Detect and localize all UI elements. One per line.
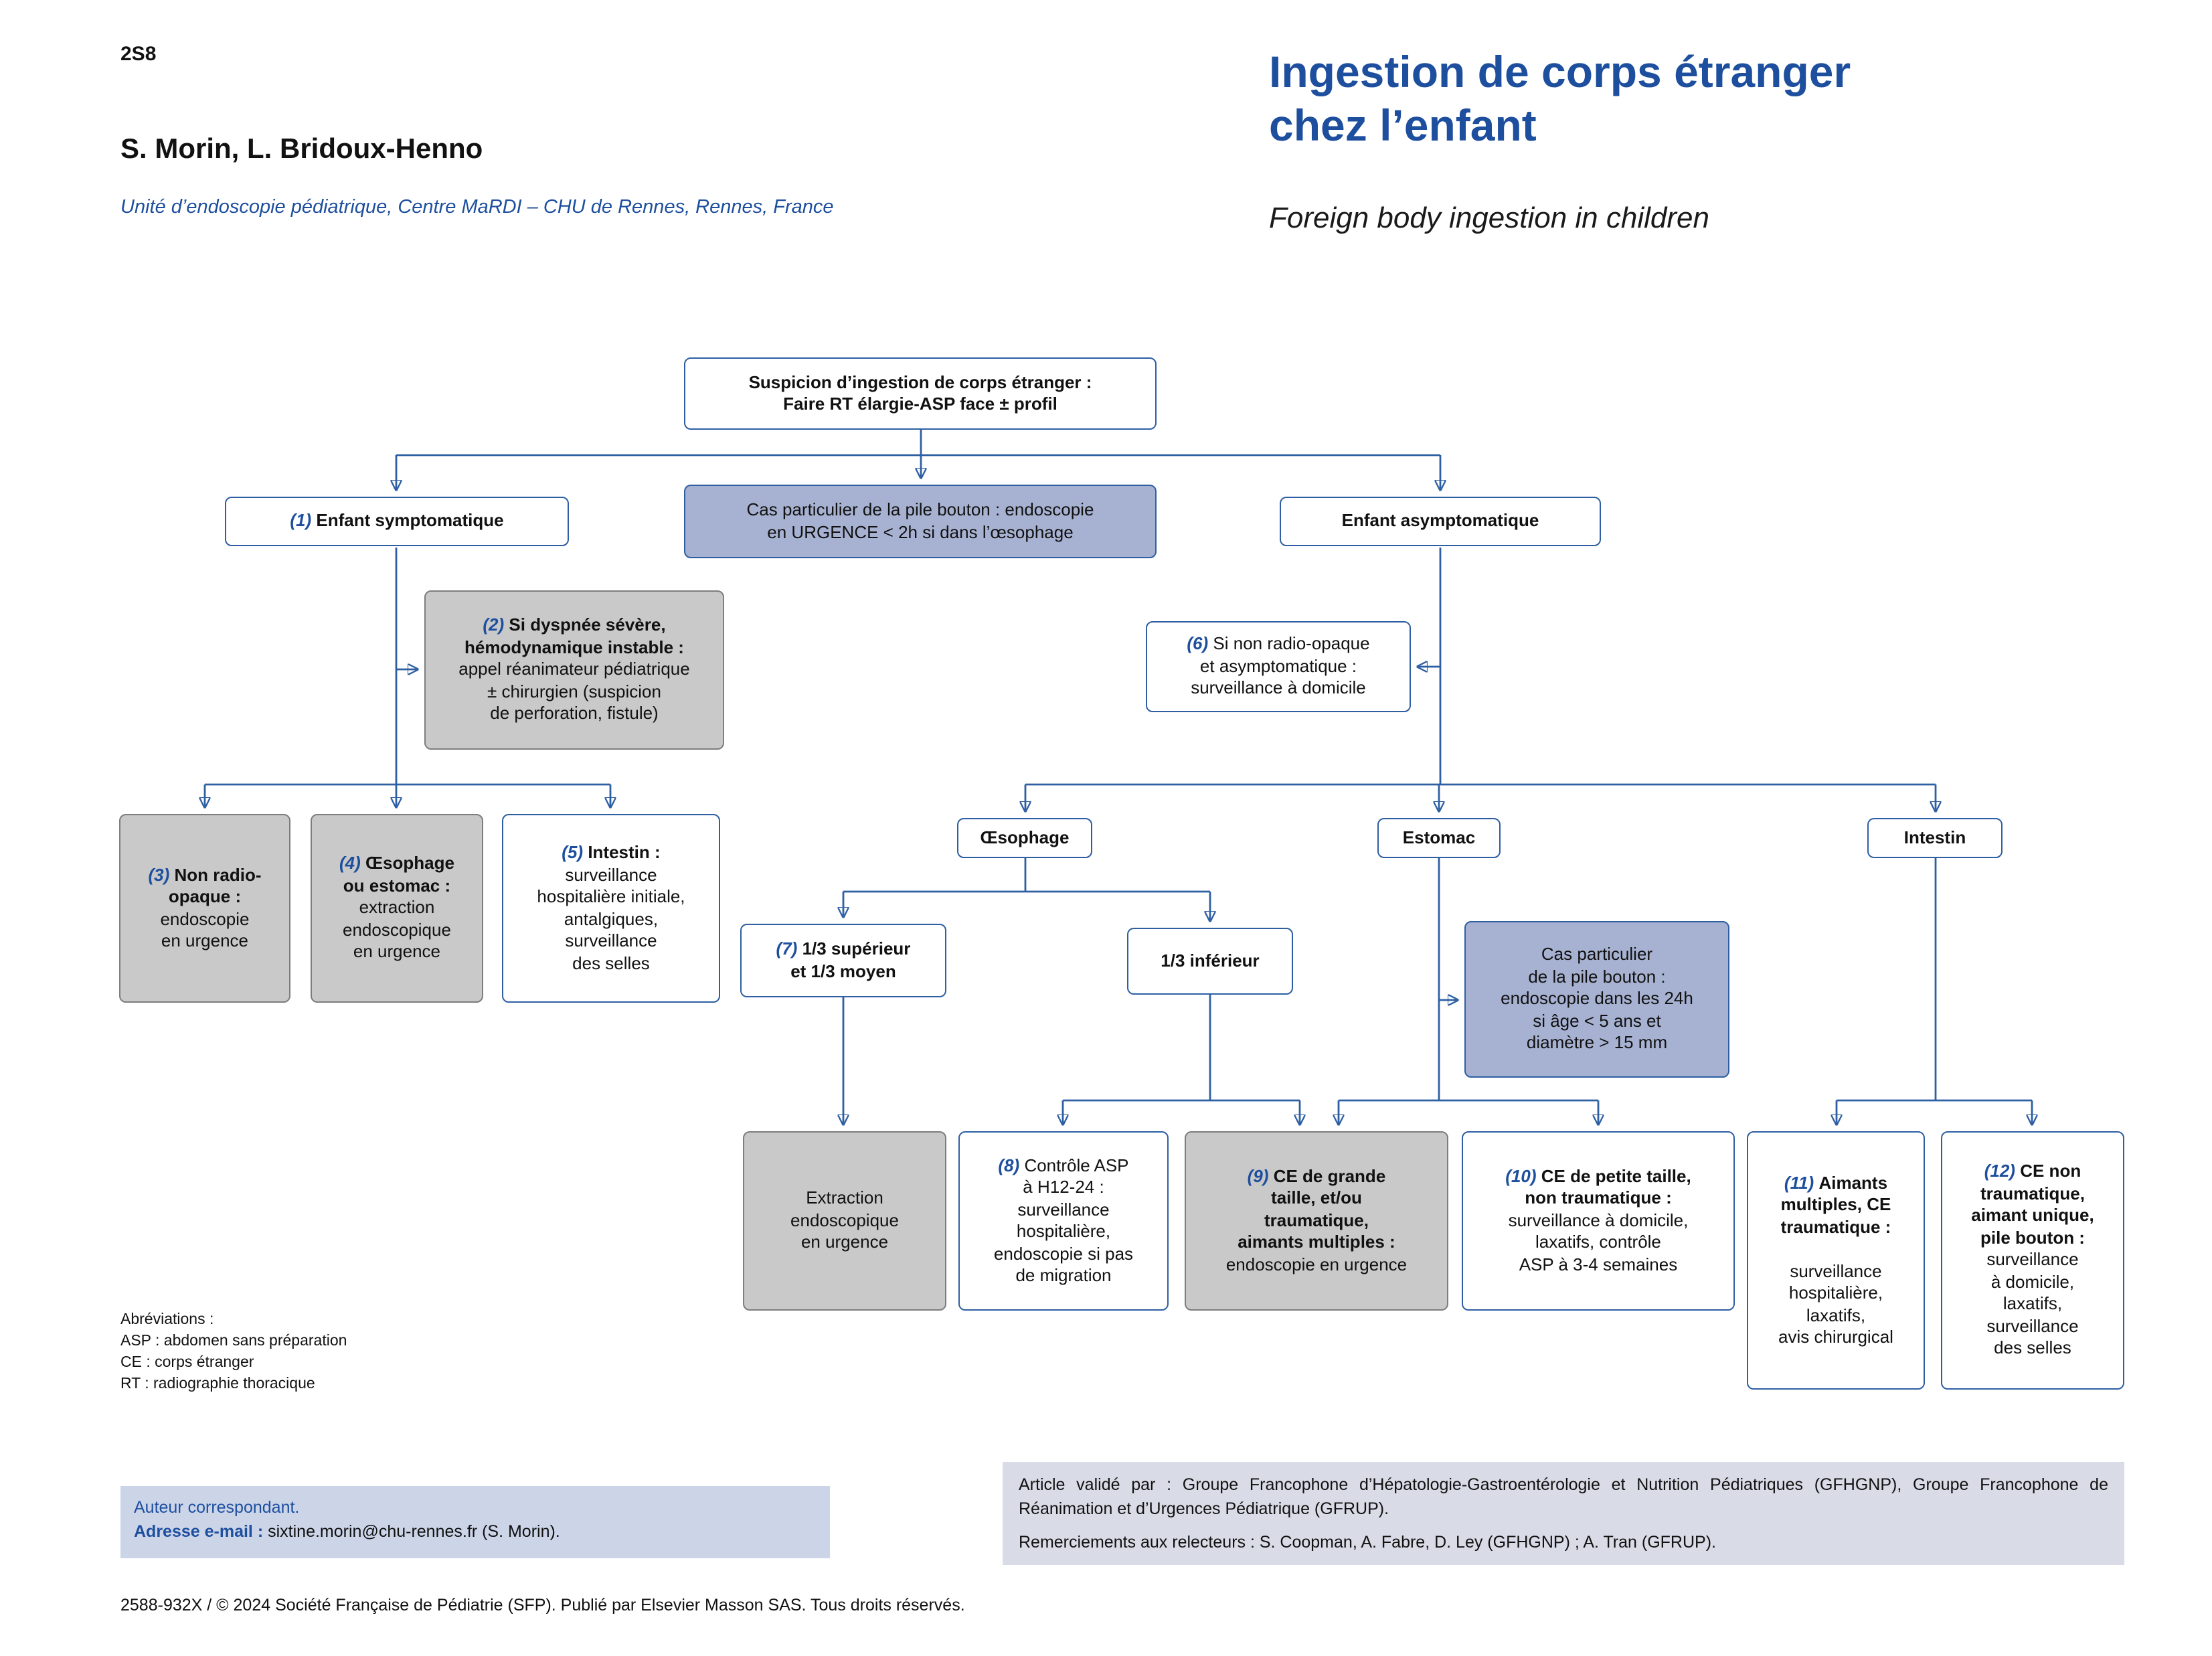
authors: S. Morin, L. Bridoux-Henno [120,134,483,165]
node-text: Enfant asymptomatique [1341,510,1539,531]
flow-node-10-ce-petite-taille: (10) CE de petite taille, non traumatiqu… [1462,1131,1735,1311]
node-text: Estomac [1402,827,1476,847]
node-text: (2) Si dyspnée sévère, hémodynamique ins… [458,614,690,724]
node-text: Cas particulier de la pile bouton : endo… [746,499,1094,542]
node-text: Suspicion d’ingestion de corps étranger … [748,371,1092,414]
flow-node-intestin: Intestin [1867,818,2003,858]
node-text: (7) 1/3 supérieur et 1/3 moyen [776,938,911,981]
flow-node-enfant-asymptomatique: Enfant asymptomatique [1280,497,1601,546]
flow-node-12-ce-non-traumatique: (12) CE non traumatique, aimant unique, … [1941,1131,2124,1390]
node-text: Extraction endoscopique en urgence [790,1187,899,1252]
flow-node-11-aimants-multiples: (11) Aimants multiples, CE traumatique :… [1747,1131,1925,1390]
flow-node-1-enfant-symptomatique: (1) Enfant symptomatique [225,497,569,546]
flow-node-extraction-endoscopique: Extraction endoscopique en urgence [743,1131,946,1311]
node-text: (9) CE de grande taille, et/ou traumatiq… [1225,1165,1408,1274]
flow-node-tiers-inferieur: 1/3 inférieur [1127,928,1293,995]
flow-node-pile-bouton-urgence-2h: Cas particulier de la pile bouton : endo… [684,485,1157,558]
node-text: (6) Si non radio-opaque et asymptomatiqu… [1187,633,1370,698]
abbreviations: Abréviations : ASP : abdomen sans prépar… [120,1312,347,1393]
flow-node-oesophage: Œsophage [957,818,1092,858]
correspondence-title: Auteur correspondant. [134,1498,300,1517]
copyright-footer: 2588-932X / © 2024 Société Française de … [120,1596,965,1614]
node-text: (8) Contrôle ASP à H12-24 : surveillance… [993,1155,1134,1285]
node-text: Intestin [1903,827,1966,847]
node-text: (3) Non radio- opaque : endoscopie en ur… [148,864,262,950]
node-text: Cas particulier de la pile bouton : endo… [1501,944,1693,1053]
node-text: Œsophage [980,827,1070,847]
validation-box: Article validé par : Groupe Francophone … [1003,1462,2124,1566]
flow-node-2-dyspnee-severe: (2) Si dyspnée sévère, hémodynamique ins… [424,590,724,750]
flow-node-7-tiers-superieur-moyen: (7) 1/3 supérieur et 1/3 moyen [740,924,946,997]
node-text: (1) Enfant symptomatique [290,510,504,531]
affiliation: Unité d’endoscopie pédiatrique, Centre M… [120,197,834,218]
email-suffix: (S. Morin). [477,1522,560,1542]
correspondence-box: Auteur correspondant. Adresse e-mail : s… [120,1486,830,1558]
page-number: 2S8 [120,43,157,66]
flow-node-8-controle-asp: (8) Contrôle ASP à H12-24 : surveillance… [958,1131,1169,1311]
flow-node-4-oesophage-ou-estomac: (4) Œsophage ou estomac : extraction end… [311,814,483,1003]
node-text: 1/3 inférieur [1161,950,1260,971]
node-text: (11) Aimants multiples, CE traumatique :… [1778,1172,1893,1347]
node-text: (5) Intestin : surveillance hospitalière… [537,842,685,973]
validation-paragraph: Article validé par : Groupe Francophone … [1019,1475,2108,1519]
flow-node-6-surveillance-domicile: (6) Si non radio-opaque et asymptomatiqu… [1146,621,1411,712]
article-title-en: Foreign body ingestion in children [1269,201,1709,234]
flow-node-pile-bouton-24h: Cas particulier de la pile bouton : endo… [1464,921,1729,1078]
flow-node-5-intestin-surveillance: (5) Intestin : surveillance hospitalière… [502,814,720,1003]
node-text: (4) Œsophage ou estomac : extraction end… [339,853,454,962]
email-link[interactable]: sixtine.morin@chu-rennes.fr [268,1522,478,1542]
article-title-fr: Ingestion de corps étranger chez l’enfan… [1269,47,1851,150]
node-text: (12) CE non traumatique, aimant unique, … [1971,1161,2094,1358]
email-label: Adresse e-mail : [134,1522,264,1542]
correspondence-email-line: Adresse e-mail : sixtine.morin@chu-renne… [134,1519,817,1544]
flow-node-estomac: Estomac [1377,818,1501,858]
flow-node-root-suspicion: Suspicion d’ingestion de corps étranger … [684,357,1157,430]
node-text: (10) CE de petite taille, non traumatiqu… [1505,1165,1691,1274]
flow-node-3-non-radio-opaque: (3) Non radio- opaque : endoscopie en ur… [119,814,290,1003]
acknowledgements-paragraph: Remerciements aux relecteurs : S. Coopma… [1019,1533,1716,1552]
flow-node-9-ce-grande-taille: (9) CE de grande taille, et/ou traumatiq… [1185,1131,1448,1311]
